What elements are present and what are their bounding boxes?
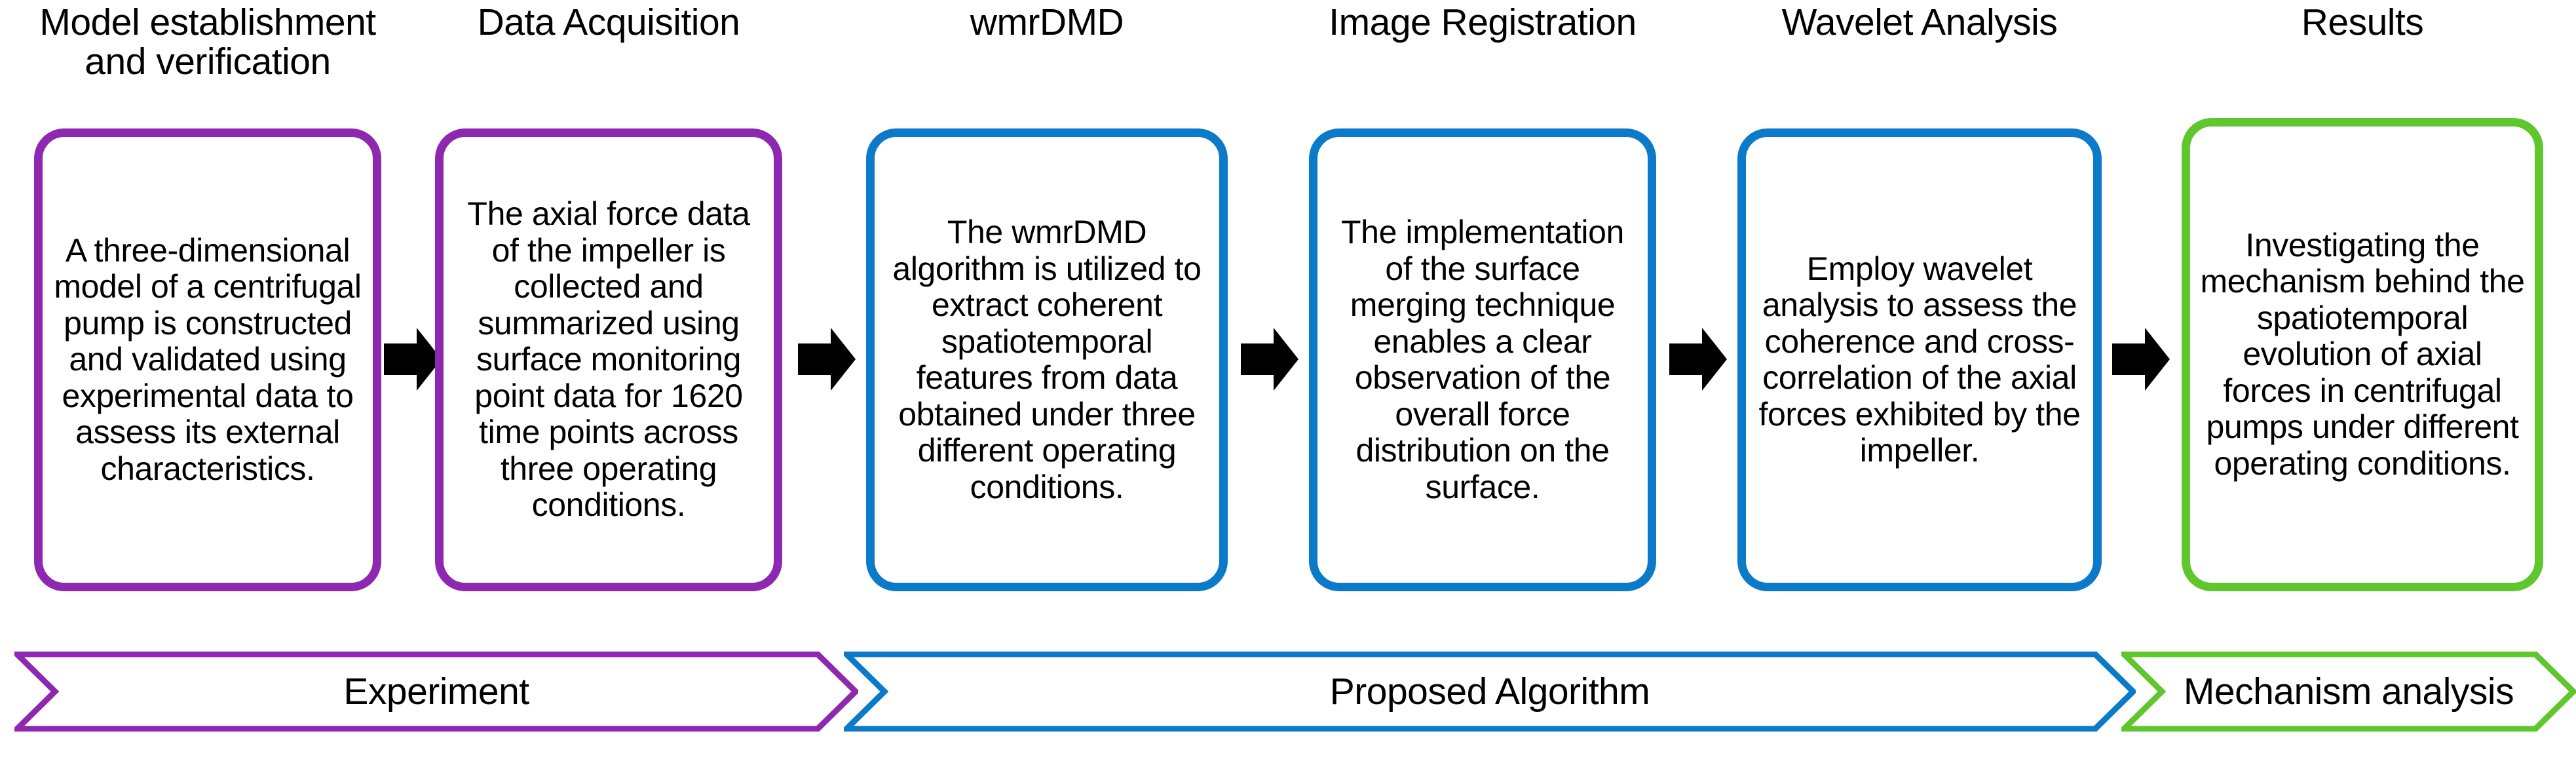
right-block-arrow-icon-4 [1669,325,1727,393]
phase-chevron-proposed-algorithm[interactable]: Proposed Algorithm [844,652,2136,732]
stage-body-4: The implementation of the surface mergin… [1341,214,1624,505]
stage-column-1: Model establishment and verification A t… [34,0,381,629]
stage-body-2: The axial force data of the impeller is … [467,195,750,524]
phase-chevron-mechanism-analysis[interactable]: Mechanism analysis [2121,652,2576,732]
stage-column-6: Results Investigating the mechanism behi… [2182,0,2543,629]
stage-title-2: Data Acquisition [477,1,740,43]
stage-column-3: wmrDMD The wmrDMD algorithm is utilized … [866,0,1228,629]
stage-title-6: Results [2301,1,2424,43]
stage-body-5: Employ wavelet analysis to assess the co… [1758,250,2081,469]
stage-title-3: wmrDMD [970,1,1124,43]
stage-title-4: Image Registration [1329,1,1637,43]
stage-body-6: Investigating the mechanism behind the s… [2200,226,2525,482]
right-block-arrow-icon-5 [2112,325,2170,393]
stage-row: Model establishment and verification A t… [34,0,2543,629]
stage-column-2: Data Acquisition The axial force data of… [435,0,782,629]
right-block-arrow-icon-3 [1241,325,1298,393]
phase-chevron-experiment[interactable]: Experiment [14,652,858,732]
stage-body-3: The wmrDMD algorithm is utilized to extr… [892,214,1202,505]
stage-column-4: Image Registration The implementation of… [1309,0,1656,629]
stage-box-6[interactable]: Investigating the mechanism behind the s… [2182,118,2543,591]
stage-box-2[interactable]: The axial force data of the impeller is … [435,128,782,591]
stage-body-1: A three-dimensional model of a centrifug… [54,231,362,487]
stage-box-5[interactable]: Employ wavelet analysis to assess the co… [1737,128,2102,591]
stage-title-5: Wavelet Analysis [1781,1,2058,43]
stage-box-3[interactable]: The wmrDMD algorithm is utilized to extr… [866,128,1228,591]
phase-band: Experiment Proposed Algorithm Mechanism … [0,652,2576,737]
right-block-arrow-icon-2 [798,325,856,393]
stage-title-1: Model establishment and verification [39,1,376,83]
right-block-arrow-icon-1 [384,325,442,393]
stage-box-1[interactable]: A three-dimensional model of a centrifug… [34,128,381,591]
stage-box-4[interactable]: The implementation of the surface mergin… [1309,128,1656,591]
stage-column-5: Wavelet Analysis Employ wavelet analysis… [1737,0,2102,629]
